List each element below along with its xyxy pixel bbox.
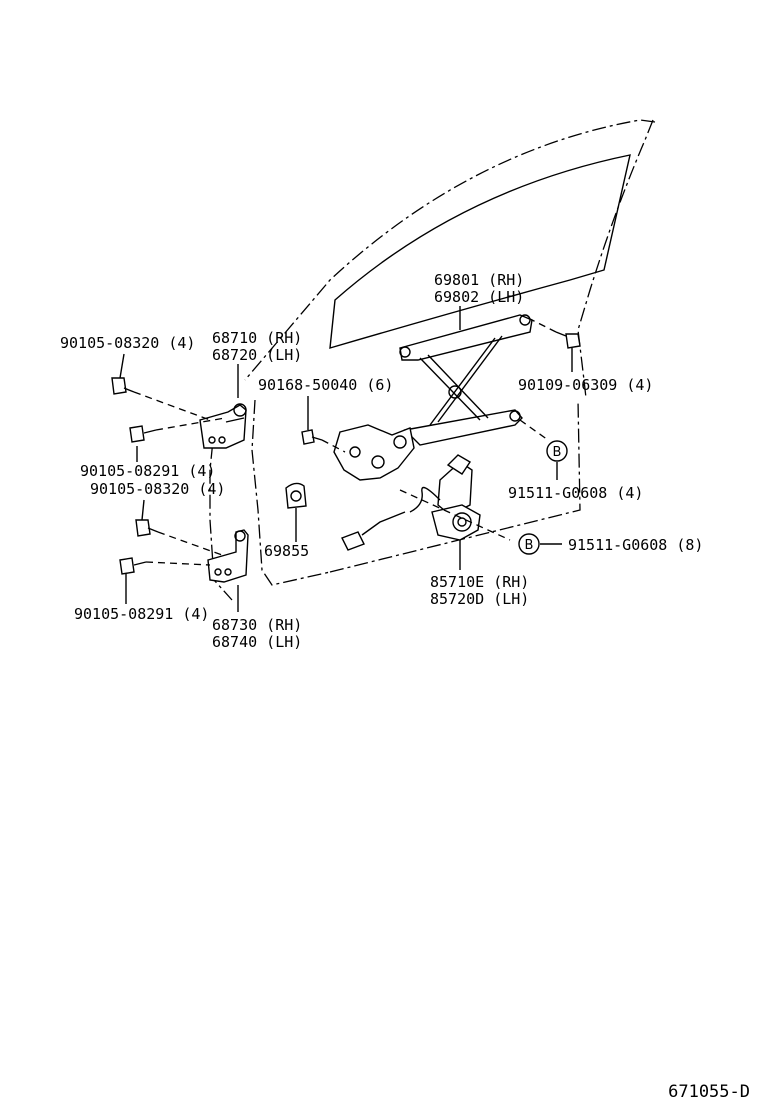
upper-door-hinge [199, 403, 247, 449]
screw-icon-clip [301, 429, 323, 445]
reference-marker-lower: B [518, 533, 540, 555]
leader-lines [119, 306, 573, 612]
label-rivet-lower: 91511-G0608 (8) [568, 536, 703, 554]
door-window-outline [209, 119, 656, 601]
diagram-code: 671055-D [668, 1082, 750, 1102]
label-lower-hinge-lh: 68740 (LH) [212, 633, 302, 651]
hole-plug-icon [285, 482, 307, 509]
label-upper-hinge-rh: 68710 (RH) [212, 329, 302, 347]
svg-text:B: B [553, 445, 562, 460]
assembly-lines [133, 317, 557, 566]
bolt-icon-lower-hinge [119, 557, 147, 575]
label-bolt-upper-left: 90105-08320 (4) [60, 334, 195, 352]
label-motor-lh: 85720D (LH) [430, 590, 529, 608]
label-bolt-lower-hinge: 90105-08291 (4) [74, 605, 209, 623]
label-lower-hinge-rh: 68730 (RH) [212, 616, 302, 634]
label-motor-rh: 85710E (RH) [430, 573, 529, 591]
label-clip-screw: 90168-50040 (6) [258, 376, 393, 394]
label-regulator-bolt: 90109-06309 (4) [518, 376, 653, 394]
label-regulator-lh: 69802 (LH) [434, 288, 524, 306]
label-bolt-upper-hinge: 90105-08291 (4) [80, 462, 215, 480]
label-bolt-lower-left: 90105-08320 (4) [90, 480, 225, 498]
svg-text:B: B [525, 538, 534, 553]
bolt-icon-upper-left [111, 377, 135, 395]
label-rivet-upper: 91511-G0608 (4) [508, 484, 643, 502]
bolt-icon-lower-left [135, 519, 159, 537]
bolt-icon-regulator [555, 331, 581, 349]
bolt-icon-upper-hinge [129, 425, 157, 443]
window-regulator [333, 314, 533, 481]
lower-door-hinge [207, 529, 249, 583]
label-regulator-rh: 69801 (RH) [434, 271, 524, 289]
label-upper-hinge-lh: 68720 (LH) [212, 346, 302, 364]
power-window-motor [341, 454, 481, 551]
reference-marker-upper: B [546, 440, 568, 462]
label-hole-plug: 69855 [264, 542, 309, 560]
